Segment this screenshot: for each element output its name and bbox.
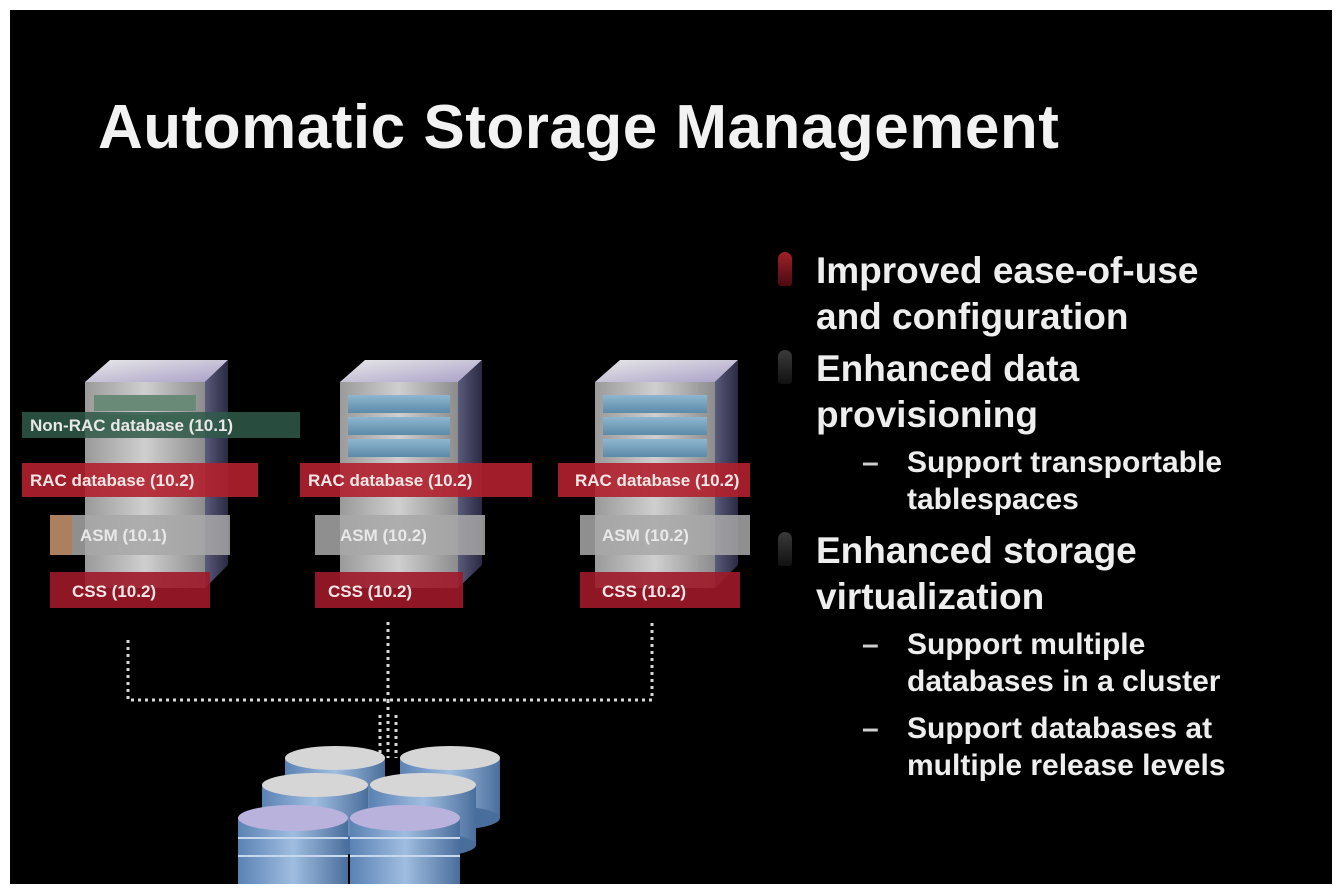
asm-label-3: ASM (10.2) — [602, 526, 689, 545]
rac-database-label-1: RAC database (10.2) — [30, 471, 194, 490]
sub-bullet-item: – Support databases at multiple release … — [770, 710, 1330, 784]
bullet-marker-icon — [778, 252, 792, 286]
asm-band-2 — [315, 515, 485, 555]
bullet-text-line: Enhanced data — [816, 348, 1080, 389]
rac-database-label-3: RAC database (10.2) — [575, 471, 739, 490]
dash-icon: – — [862, 628, 879, 661]
bullet-text-line: provisioning — [816, 394, 1038, 435]
bullet-text-line: and configuration — [816, 296, 1129, 337]
bullet-item: Enhanced data provisioning — [770, 346, 1330, 438]
sub-bullet-text-line: tablespaces — [907, 483, 1079, 516]
non-rac-database-band — [22, 412, 300, 438]
sub-bullet-text-line: Support databases at — [907, 712, 1213, 745]
sub-bullet-text-line: databases in a cluster — [907, 665, 1221, 698]
rac-database-label-2: RAC database (10.2) — [308, 471, 472, 490]
css-label-1: CSS (10.2) — [72, 582, 156, 601]
bullet-text-line: virtualization — [816, 576, 1045, 617]
css-label-3: CSS (10.2) — [602, 582, 686, 601]
bullet-list: Improved ease-of-use and configuration E… — [770, 248, 1330, 794]
slide: Automatic Storage Management — [10, 10, 1332, 884]
asm-band-3 — [580, 515, 750, 555]
css-band-1 — [50, 572, 210, 608]
slide-title: Automatic Storage Management — [98, 93, 1060, 162]
dash-icon: – — [862, 712, 879, 745]
sub-bullet-text-line: Support multiple — [907, 628, 1146, 661]
rac-database-band-1 — [22, 463, 258, 497]
asm-label-2: ASM (10.2) — [340, 526, 427, 545]
bullet-marker-icon — [778, 532, 792, 566]
asm-label-1: ASM (10.1) — [80, 526, 167, 545]
css-band-2 — [315, 572, 463, 608]
architecture-diagram: Non-RAC database (10.1) RAC database (10… — [22, 360, 750, 884]
dash-icon: – — [862, 446, 879, 479]
bullet-item: Improved ease-of-use and configuration — [770, 248, 1330, 340]
bullet-marker-icon — [778, 350, 792, 384]
rac-database-band-3 — [558, 463, 750, 497]
bullet-item: Enhanced storage virtualization — [770, 528, 1330, 620]
sub-bullet-text-line: Support transportable — [907, 446, 1223, 479]
asm-band-1 — [50, 515, 230, 555]
css-label-2: CSS (10.2) — [328, 582, 412, 601]
sub-bullet-item: – Support multiple databases in a cluste… — [770, 626, 1330, 700]
bullet-text-line: Enhanced storage — [816, 530, 1137, 571]
shared-disk-storage — [238, 746, 500, 884]
bullet-text-line: Improved ease-of-use — [816, 250, 1199, 291]
sub-bullet-item: – Support transportable tablespaces — [770, 444, 1330, 518]
interconnect-cable — [126, 622, 654, 758]
css-band-3 — [580, 572, 740, 608]
rac-database-band-2 — [300, 463, 532, 497]
sub-bullet-text-line: multiple release levels — [907, 749, 1226, 782]
non-rac-database-label: Non-RAC database (10.1) — [30, 416, 233, 435]
